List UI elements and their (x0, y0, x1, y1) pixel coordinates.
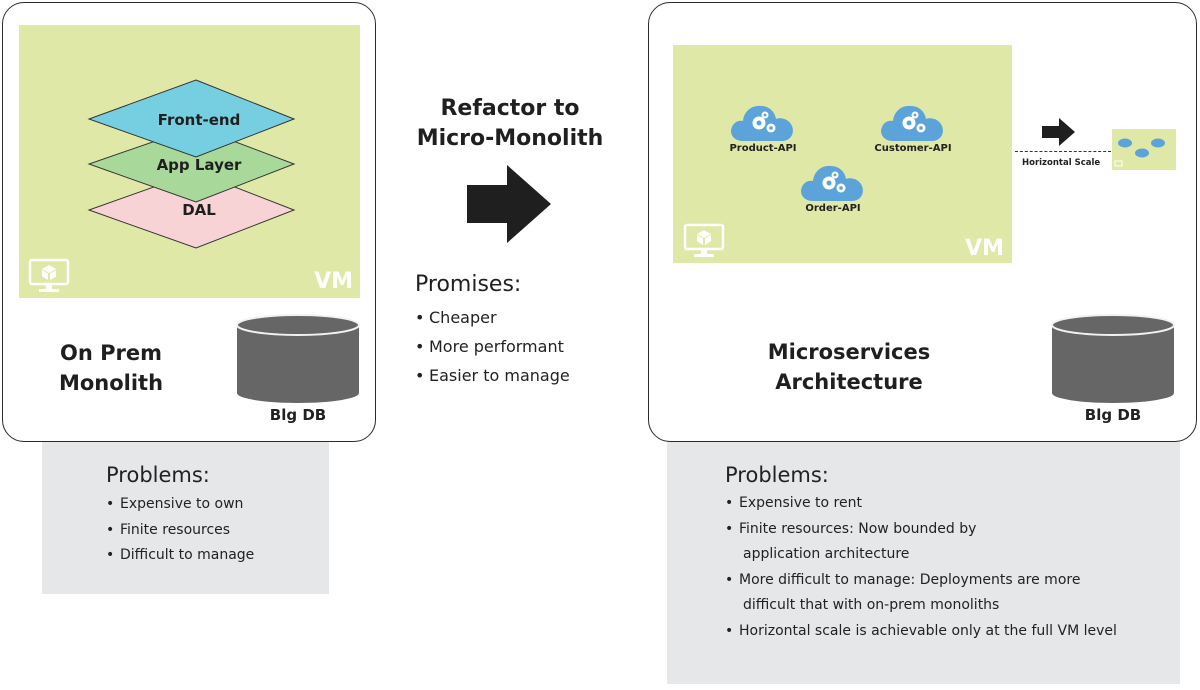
scale-dashed-line (1015, 151, 1111, 152)
left-problems-box: Problems: Expensive to own Finite resour… (42, 438, 329, 594)
left-vm-box: Front-end App Layer DAL VM (19, 25, 360, 298)
left-problems-title: Problems: (106, 463, 210, 487)
horizontal-scale-label: Horizontal Scale (1022, 158, 1101, 168)
left-problem-item: Difficult to manage (106, 543, 329, 569)
on-prem-title: On Prem Monolith (31, 338, 191, 398)
right-problem-continuation: application architecture (743, 546, 910, 562)
right-problem-item: Finite resources: Now bounded by (725, 517, 1180, 543)
microservices-panel: Product-API Customer-API Order-API (648, 2, 1197, 442)
monitor-icon (683, 223, 727, 259)
promise-item: Easier to manage (415, 361, 570, 390)
order-api-label: Order-API (805, 203, 861, 214)
cloud-gear-icon (729, 97, 797, 143)
scaled-vm-thumbnail (1112, 129, 1176, 170)
on-prem-panel: Front-end App Layer DAL VM On Prem Monol… (2, 2, 376, 442)
refactor-title-line1: Refactor to (440, 96, 580, 121)
layer-stack (87, 79, 296, 249)
cloud-gear-icon (879, 97, 947, 143)
promise-item: More performant (415, 332, 570, 361)
right-db-label: Blg DB (1084, 406, 1142, 424)
left-problem-item: Finite resources (106, 518, 329, 544)
promises-block: Promises: Cheaper More performant Easier… (415, 272, 570, 390)
right-problem-item: Expensive to rent (725, 491, 1180, 517)
right-vm-label: VM (965, 236, 1004, 261)
on-prem-title-line2: Monolith (58, 371, 164, 395)
microservices-title: Microservices Architecture (749, 337, 949, 397)
promises-title: Promises: (415, 272, 522, 297)
right-problem-item: Horizontal scale is achievable only at t… (725, 619, 1180, 645)
dal-label: DAL (182, 201, 216, 219)
database-icon (1051, 313, 1175, 405)
product-api-label: Product-API (729, 143, 797, 154)
monitor-icon (28, 258, 72, 294)
right-problem-continuation: difficult that with on-prem monoliths (743, 597, 1000, 613)
customer-api-label: Customer-API (874, 143, 952, 154)
refactor-title-line2: Micro-Monolith (416, 126, 604, 151)
microservices-title-line2: Architecture (775, 370, 923, 394)
left-db-label: Blg DB (269, 406, 327, 424)
database-icon (236, 313, 360, 405)
left-vm-label: VM (314, 269, 353, 294)
right-problems-title: Problems: (725, 463, 829, 487)
right-vm-box: Product-API Customer-API Order-API (673, 45, 1012, 263)
right-problem-item: More difficult to manage: Deployments ar… (725, 568, 1180, 594)
small-arrow-right-icon (1042, 118, 1076, 146)
app-layer (87, 126, 296, 203)
on-prem-title-line1: On Prem (60, 341, 162, 365)
dal-layer (87, 171, 296, 249)
promises-list: Cheaper More performant Easier to manage (415, 303, 570, 390)
right-problems-list: Expensive to rent Finite resources: Now … (725, 491, 1180, 644)
refactor-title: Refactor to Micro-Monolith (400, 94, 620, 154)
app-layer-label: App Layer (156, 156, 242, 174)
left-problems-list: Expensive to own Finite resources Diffic… (106, 492, 329, 569)
microservices-title-line1: Microservices (767, 340, 931, 364)
arrow-right-icon (467, 165, 553, 243)
frontend-layer (87, 79, 296, 158)
left-problem-item: Expensive to own (106, 492, 329, 518)
right-problems-box: Problems: Expensive to rent Finite resou… (667, 438, 1180, 684)
promise-item: Cheaper (415, 303, 570, 332)
frontend-label: Front-end (157, 111, 241, 129)
cloud-gear-icon (799, 157, 867, 203)
